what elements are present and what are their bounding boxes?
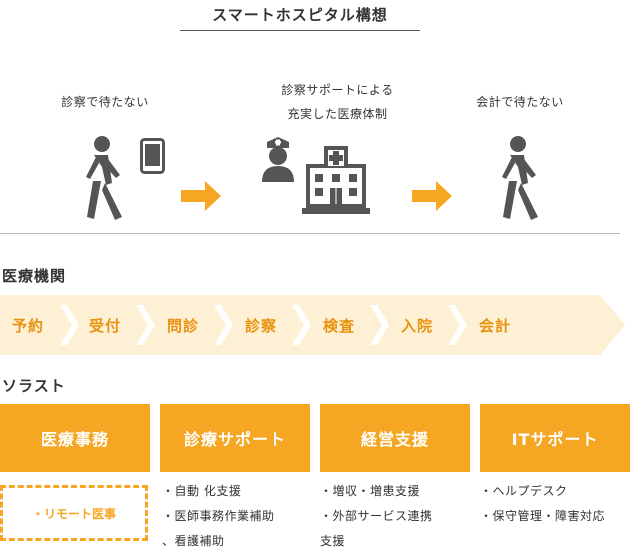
step-payment: 会計	[479, 317, 512, 335]
title-underline	[180, 30, 420, 31]
step-examination: 診察	[245, 317, 278, 335]
step-inspection: 検査	[323, 317, 356, 335]
section-divider	[0, 233, 620, 234]
arrow-right-icon	[181, 181, 221, 211]
remote-office-box: ・リモート医事	[0, 485, 148, 541]
it-item: ・ヘルプデスク	[480, 484, 568, 498]
step-reservation: 予約	[12, 317, 45, 335]
caption-support-1: 診察サポートによる	[281, 83, 394, 97]
hospital-icon	[302, 146, 370, 214]
smartphone-icon	[140, 138, 165, 174]
management-item: 支援	[320, 534, 346, 548]
nurse-icon	[262, 137, 294, 182]
caption-support-2: 充実した医療体制	[287, 107, 388, 121]
support-item: 、看護補助	[162, 534, 225, 548]
solast-heading: ソラスト	[2, 377, 66, 395]
walking-person-icon	[86, 136, 122, 220]
box-medical-support: 診療サポート	[160, 404, 310, 472]
caption-no-wait-payment: 会計で待たない	[476, 95, 564, 109]
box-it-support: ITサポート	[480, 404, 630, 472]
walking-person-icon	[502, 136, 538, 220]
it-item: ・保守管理・障害対応	[480, 509, 606, 523]
caption-no-wait-exam: 診察で待たない	[61, 95, 149, 109]
arrow-right-icon	[412, 181, 452, 211]
step-reception: 受付	[89, 317, 122, 335]
support-item: ・自動 化支援	[162, 484, 242, 498]
box-medical-office: 医療事務	[0, 404, 150, 472]
remote-office-label: ・リモート医事	[31, 506, 116, 521]
box-management-support: 経営支援	[320, 404, 470, 472]
page-title: スマートホスピタル構想	[212, 6, 388, 24]
step-interview: 問診	[167, 317, 200, 335]
management-item: ・外部サービス連携	[320, 509, 433, 523]
support-item: ・医師事務作業補助	[162, 509, 275, 523]
process-band	[0, 295, 625, 355]
management-item: ・増収・増患支援	[320, 484, 421, 498]
step-hospitalization: 入院	[401, 317, 434, 335]
medical-heading: 医療機関	[2, 267, 67, 285]
